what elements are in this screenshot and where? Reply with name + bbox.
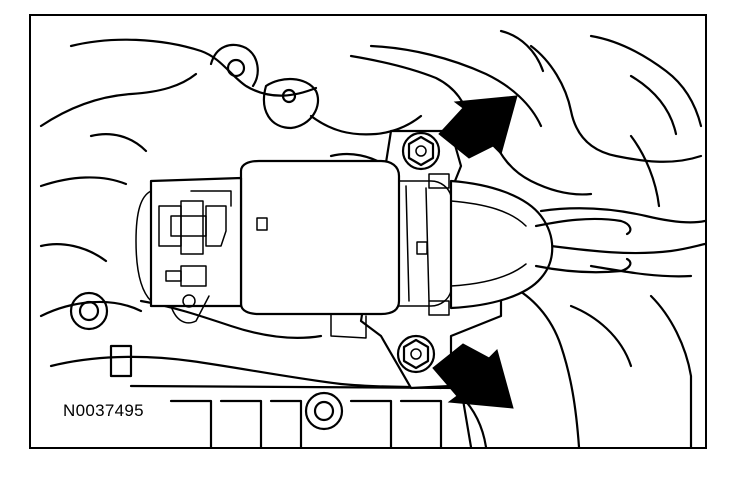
solenoid-terminals [135, 176, 243, 324]
figure-id-label: N0037495 [60, 401, 147, 421]
transmission-case-outline [129, 384, 473, 447]
engine-block-outline [39, 29, 705, 447]
illustration-frame: N0037495 [29, 14, 707, 449]
upper-bolt [401, 131, 441, 171]
starter-motor-illustration [39, 29, 705, 447]
upper-bolt-arrow [438, 95, 518, 159]
lower-bolt [396, 334, 436, 374]
lower-bolt-arrow [432, 343, 514, 409]
pinion-housing [449, 179, 632, 310]
starter-motor-body [239, 159, 452, 339]
